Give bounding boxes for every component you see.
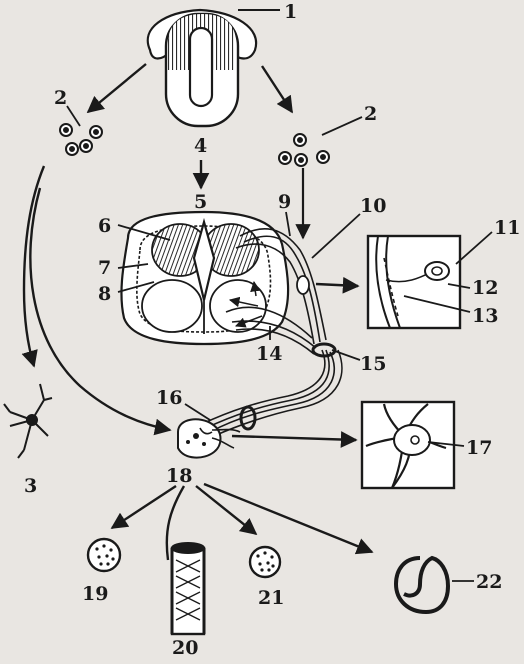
label-12: 12 xyxy=(472,277,498,299)
motor-fiber-arrows xyxy=(228,280,263,328)
label-10: 10 xyxy=(360,195,386,217)
cylinder-20 xyxy=(170,542,206,636)
label-11: 11 xyxy=(494,217,520,239)
spinal-cord-section xyxy=(120,210,290,346)
spinal-ganglion xyxy=(296,275,310,295)
leader-9 xyxy=(285,211,291,237)
ganglion-output-arrows xyxy=(110,482,374,561)
label-2b: 2 xyxy=(364,103,377,125)
leader-17 xyxy=(427,441,465,447)
inset-schwann xyxy=(366,234,462,330)
neural-tube-stage xyxy=(146,8,280,128)
cell-cluster-19 xyxy=(86,537,122,573)
neural-crest-cells-left xyxy=(59,123,103,156)
label-22: 22 xyxy=(476,571,502,593)
sympathetic-ganglion xyxy=(177,418,241,459)
label-3: 3 xyxy=(24,475,37,497)
arrow-to-inset-neuron xyxy=(231,431,358,448)
inset-neuron xyxy=(360,400,456,490)
leader-16 xyxy=(184,403,211,421)
leader-2b xyxy=(321,116,363,136)
label-18: 18 xyxy=(166,465,192,487)
pigment-cell xyxy=(3,383,53,459)
label-2a: 2 xyxy=(54,87,67,109)
label-16: 16 xyxy=(156,387,182,409)
arrow-to-inset-myelin xyxy=(315,276,360,294)
label-4: 4 xyxy=(194,135,207,157)
leader-12 xyxy=(447,283,471,289)
label-21: 21 xyxy=(258,587,284,609)
label-15: 15 xyxy=(360,353,386,375)
label-5: 5 xyxy=(194,191,207,213)
nerve-band-15 xyxy=(311,342,337,358)
nerve-fibers xyxy=(201,228,343,437)
c-shape-22 xyxy=(393,555,451,615)
leader-lines xyxy=(117,224,361,361)
label-14: 14 xyxy=(256,343,282,365)
leader-2a xyxy=(66,105,81,127)
top-arrows xyxy=(86,63,294,190)
label-17: 17 xyxy=(466,437,492,459)
nerve-band-16 xyxy=(239,405,257,431)
leader-10 xyxy=(311,213,361,259)
label-8: 8 xyxy=(98,283,111,305)
label-9: 9 xyxy=(278,191,291,213)
label-20: 20 xyxy=(172,637,198,659)
leader-13 xyxy=(403,295,471,313)
label-19: 19 xyxy=(82,583,108,605)
label-6: 6 xyxy=(98,215,111,237)
left-lineage-arrows xyxy=(21,165,172,436)
label-1: 1 xyxy=(284,1,297,23)
neural-crest-cells-right xyxy=(278,133,330,167)
cell-cluster-21 xyxy=(248,545,282,579)
label-7: 7 xyxy=(98,257,111,279)
leader-11 xyxy=(455,231,493,265)
label-13: 13 xyxy=(472,305,498,327)
labels: 1 2 2 3 4 5 6 7 8 9 10 11 12 13 14 15 16… xyxy=(24,1,520,659)
